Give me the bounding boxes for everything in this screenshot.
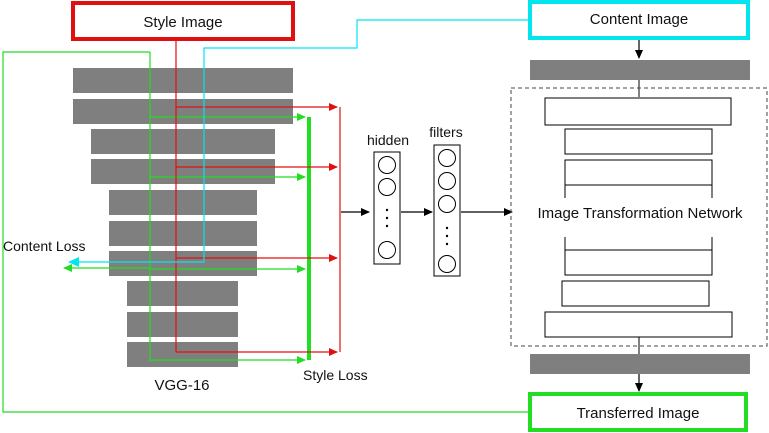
style-loss-label: Style Loss bbox=[303, 367, 368, 383]
filters-label: filters bbox=[429, 124, 462, 140]
vgg-layer bbox=[127, 281, 238, 306]
ellipsis-dot bbox=[385, 224, 389, 228]
ellipsis-dot bbox=[445, 226, 449, 230]
content-image-box: Content Image bbox=[528, 0, 750, 40]
vgg-layer bbox=[109, 251, 257, 276]
ellipsis-dot bbox=[445, 234, 449, 238]
network-layer bbox=[564, 159, 713, 186]
vgg-layer bbox=[127, 312, 238, 337]
vgg-layer bbox=[91, 129, 275, 154]
ellipsis-dot bbox=[385, 208, 389, 212]
style-image-box: Style Image bbox=[71, 1, 295, 41]
vgg-layer bbox=[91, 159, 275, 184]
network-layer bbox=[561, 280, 710, 307]
network-input-layer bbox=[530, 60, 750, 80]
vgg-layer bbox=[73, 99, 293, 124]
style-image-label: Style Image bbox=[143, 14, 222, 31]
vgg-layer bbox=[127, 342, 238, 367]
filter-node bbox=[438, 149, 456, 167]
network-output-layer bbox=[530, 354, 750, 374]
transferred-image-label: Transferred Image bbox=[577, 405, 700, 422]
content-image-label: Content Image bbox=[590, 11, 688, 28]
vgg-layer bbox=[109, 190, 257, 215]
filter-node bbox=[438, 195, 456, 213]
filters-layer-column bbox=[433, 144, 461, 277]
network-label: Image Transformation Network bbox=[537, 205, 743, 222]
network-layer bbox=[564, 249, 713, 276]
ellipsis-dot bbox=[445, 242, 449, 246]
vgg-layer bbox=[109, 221, 257, 246]
transformation-network-frame bbox=[510, 87, 768, 347]
network-layer bbox=[544, 97, 732, 126]
hidden-node bbox=[378, 156, 396, 174]
hidden-node bbox=[378, 241, 396, 259]
style-feature-connectors bbox=[175, 41, 341, 356]
vgg-layer bbox=[73, 68, 293, 93]
transferred-feedback-path bbox=[2, 51, 528, 413]
hidden-label: hidden bbox=[367, 132, 409, 148]
transferred-image-box: Transferred Image bbox=[528, 392, 748, 432]
ellipsis-dot bbox=[385, 216, 389, 220]
vgg16-label: VGG-16 bbox=[154, 377, 209, 394]
hidden-layer-column bbox=[373, 151, 401, 265]
network-layers bbox=[544, 97, 733, 338]
hidden-node bbox=[378, 178, 396, 196]
content-loss-label: Content Loss bbox=[3, 238, 86, 254]
content-feature-connector bbox=[68, 19, 528, 267]
network-layer bbox=[544, 311, 733, 338]
network-layer bbox=[564, 128, 713, 155]
filter-node bbox=[438, 255, 456, 273]
vgg16-layer-stack bbox=[73, 68, 293, 367]
filter-node bbox=[438, 172, 456, 190]
